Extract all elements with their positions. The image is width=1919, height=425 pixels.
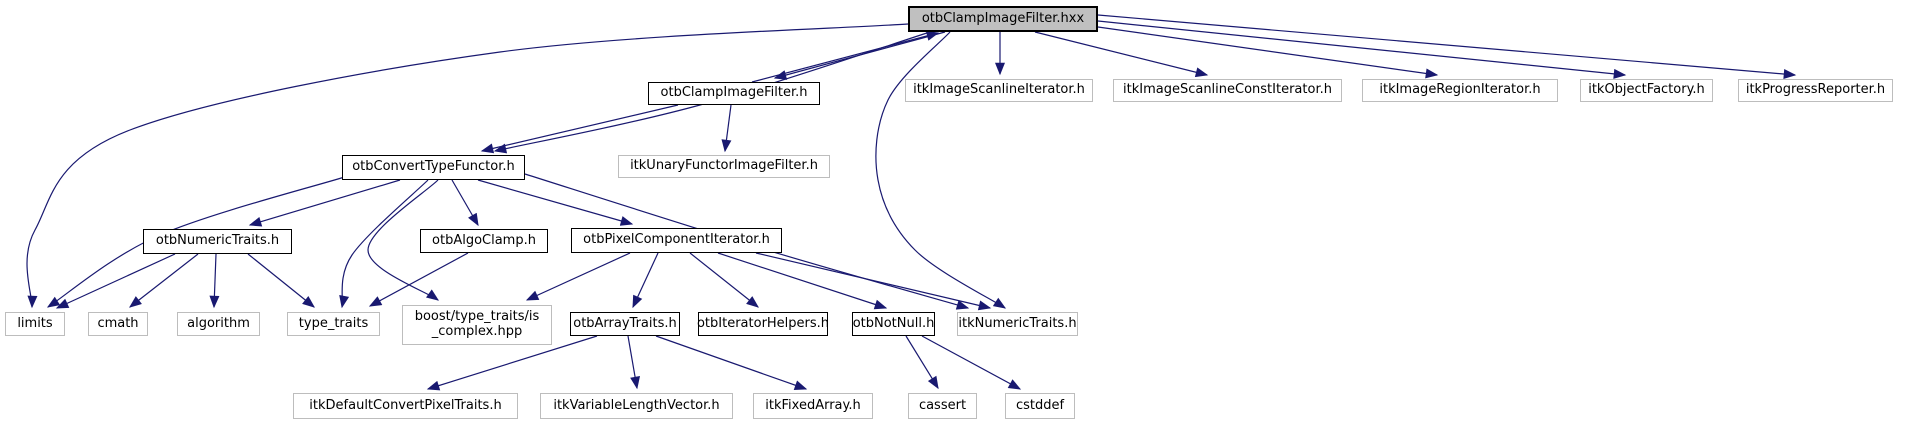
- graph-node-cmath: cmath: [88, 312, 148, 336]
- edge-hxx-to-itknumeric: [875, 31, 1007, 309]
- graph-node-unary: itkUnaryFunctorImageFilter.h: [618, 155, 830, 178]
- edge-convert-to-boost: [367, 179, 440, 301]
- edge-hxx-to-progress: [1097, 14, 1797, 80]
- edge-hxx-to-scanlineconst: [1034, 31, 1209, 78]
- graph-node-itknumeric: itkNumericTraits.h: [957, 312, 1078, 336]
- graph-node-varlength: itkVariableLengthVector.h: [540, 393, 733, 419]
- graph-node-objfactory: itkObjectFactory.h: [1580, 79, 1713, 102]
- edge-convert-to-algoclamp: [451, 179, 479, 227]
- graph-node-limits: limits: [5, 312, 65, 336]
- edge-numtraits-to-algorithm: [209, 253, 220, 309]
- edge-pixeliter-to-arraytraits: [632, 252, 659, 309]
- edge-numtraits-to-limits: [55, 253, 176, 309]
- edge-convert-to-pixeliter: [477, 179, 634, 226]
- graph-node-fixedarray: itkFixedArray.h: [753, 393, 873, 419]
- graph-node-hxx: otbClampImageFilter.hxx: [908, 6, 1098, 32]
- edge-pixeliter-to-iterhelpers: [689, 252, 759, 308]
- graph-node-arraytraits[interactable]: otbArrayTraits.h: [570, 312, 680, 336]
- graph-node-cstddef: cstddef: [1005, 393, 1075, 419]
- edge-pixeliter-to-itknumeric: [755, 252, 992, 311]
- graph-node-defaultconvert: itkDefaultConvertPixelTraits.h: [293, 393, 518, 419]
- edge-h-to-hxx: [751, 31, 940, 83]
- edge-hxx-to-regioniter: [1097, 26, 1439, 79]
- edge-notnull-to-cassert: [905, 335, 939, 390]
- edge-arraytraits-to-varlength: [627, 335, 641, 390]
- graph-node-iterhelpers[interactable]: otbIteratorHelpers.h: [697, 312, 829, 336]
- edge-hxx-to-objfactory: [1097, 20, 1627, 79]
- graph-node-cassert: cassert: [908, 393, 977, 419]
- edge-pixeliter-to-notnull: [717, 252, 888, 310]
- edge-numtraits-to-cmath: [129, 253, 199, 308]
- graph-node-convert[interactable]: otbConvertTypeFunctor.h: [342, 155, 525, 180]
- graph-node-pixeliter[interactable]: otbPixelComponentIterator.h: [571, 228, 782, 253]
- graph-node-h[interactable]: otbClampImageFilter.h: [648, 82, 820, 105]
- graph-node-numtraits[interactable]: otbNumericTraits.h: [143, 229, 292, 254]
- edge-convert-to-numtraits: [248, 179, 401, 227]
- edge-arraytraits-to-defaultconvert: [426, 335, 598, 391]
- graph-node-scanlineconst: itkImageScanlineConstIterator.h: [1113, 79, 1342, 102]
- graph-node-scanline: itkImageScanlineIterator.h: [905, 79, 1093, 102]
- graph-node-progress: itkProgressReporter.h: [1738, 79, 1893, 102]
- edge-hxx-to-limits: [26, 23, 909, 309]
- graph-node-algoclamp[interactable]: otbAlgoClamp.h: [420, 229, 548, 253]
- edge-numtraits-to-typetraits: [247, 253, 315, 308]
- edge-h-to-convert: [480, 104, 679, 154]
- graph-node-algorithm: algorithm: [177, 312, 260, 336]
- graph-node-typetraits: type_traits: [287, 312, 380, 336]
- edge-notnull-to-cstddef: [921, 335, 1022, 390]
- graph-node-boost: boost/type_traits/is _complex.hpp: [402, 305, 552, 345]
- edge-h-to-unary: [721, 104, 732, 153]
- graph-node-regioniter: itkImageRegionIterator.h: [1362, 79, 1558, 102]
- edge-algoclamp-to-typetraits: [368, 252, 469, 307]
- edge-arraytraits-to-fixedarray: [655, 335, 808, 390]
- graph-node-notnull[interactable]: otbNotNull.h: [852, 312, 935, 336]
- edge-convert-to-typetraits: [339, 179, 429, 309]
- edge-pixeliter-to-boost: [525, 252, 631, 301]
